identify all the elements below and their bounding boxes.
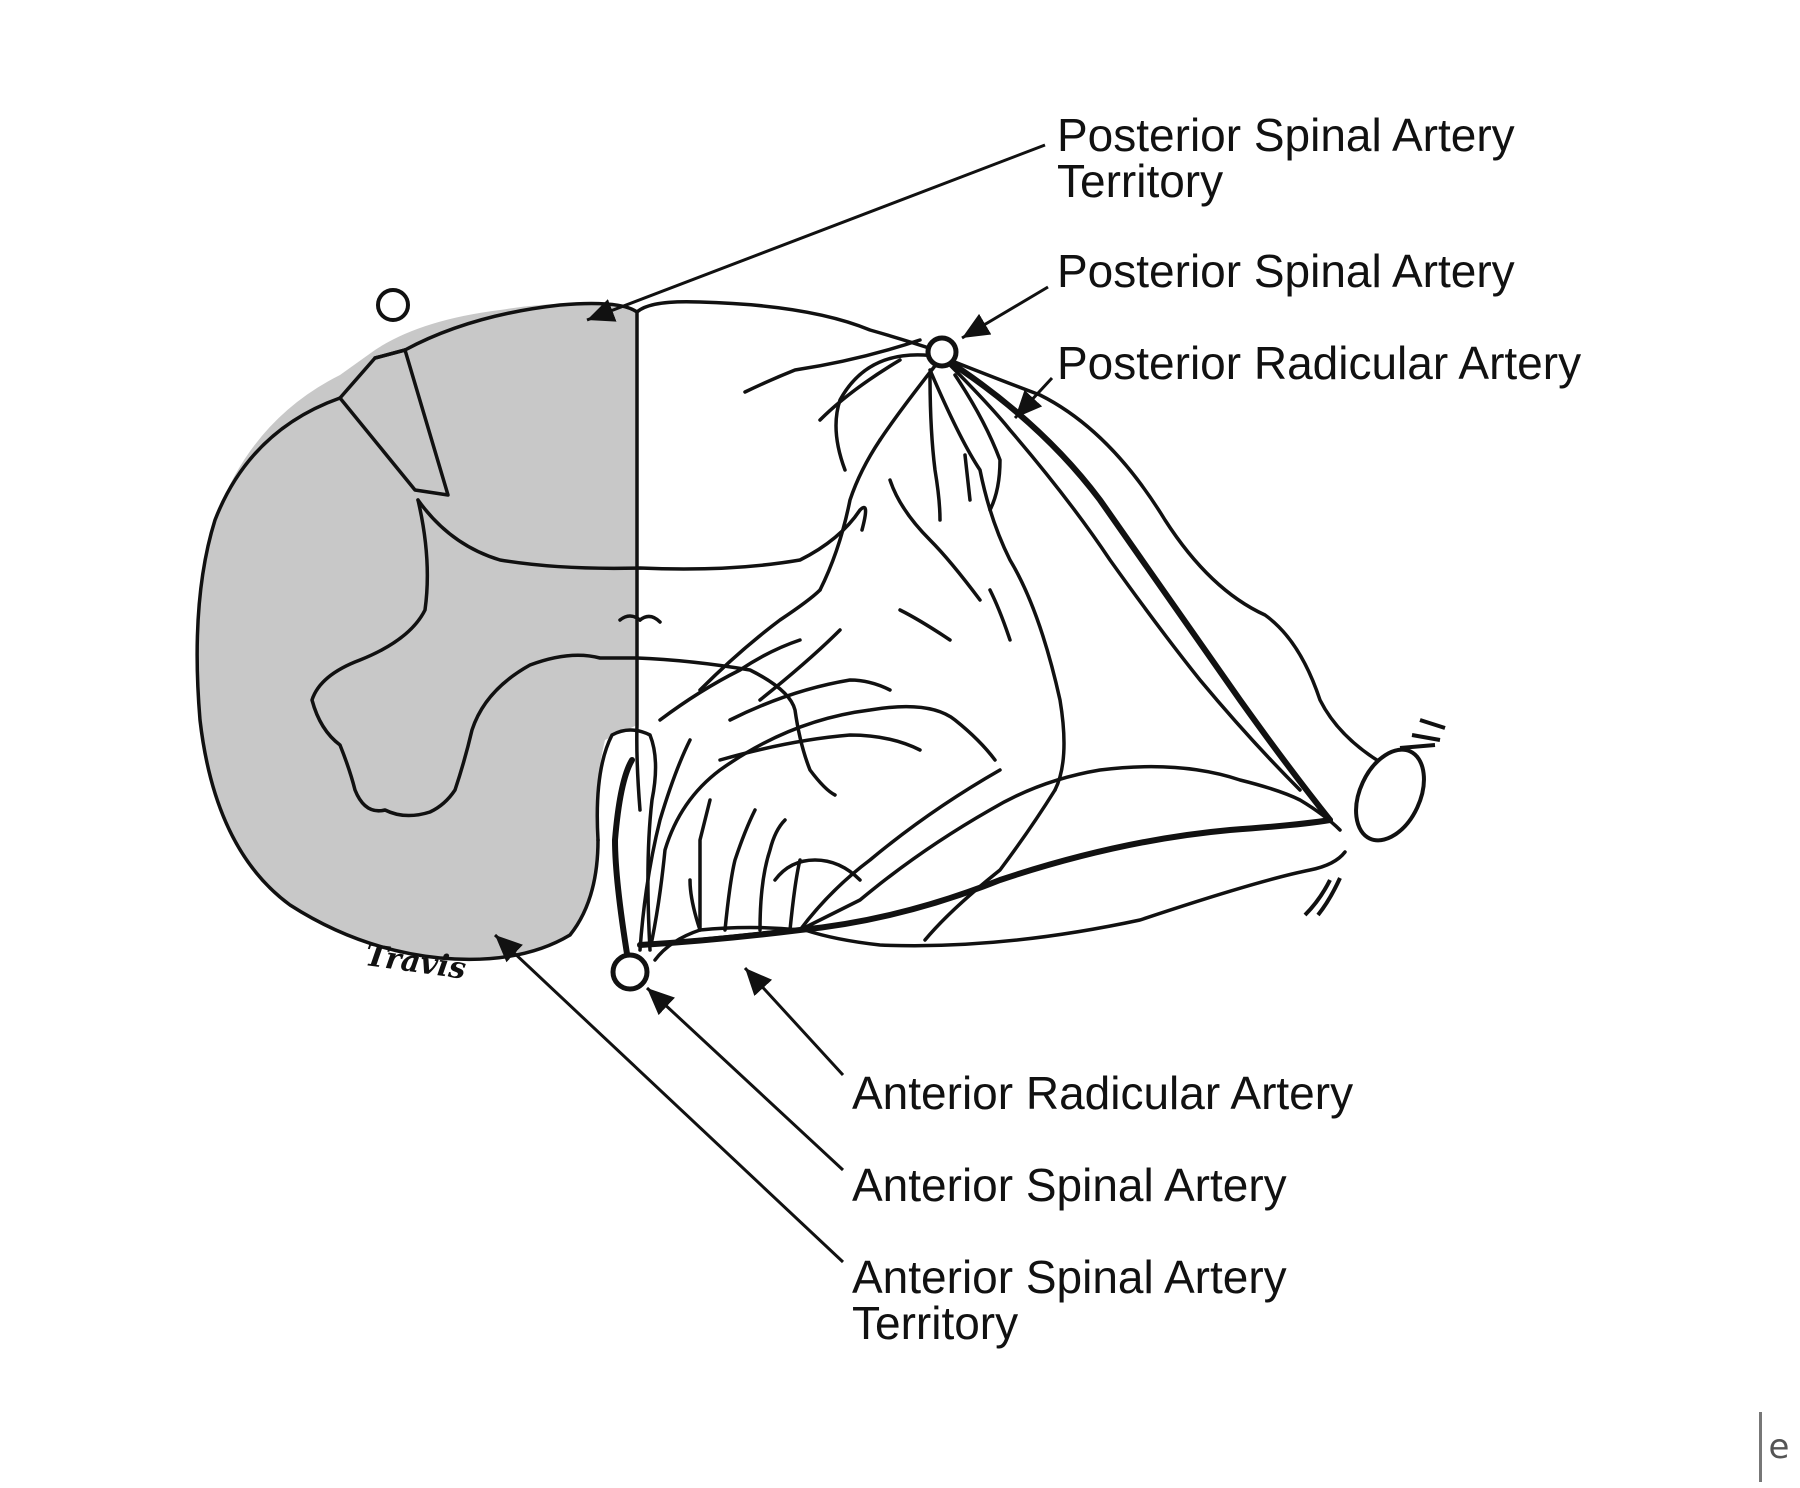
cord-outline [195,299,937,962]
label-posterior-spinal-artery-territory: Posterior Spinal Artery Territory [1057,112,1515,204]
arrow-anterior-spinal-artery [645,986,845,1172]
label-anterior-radicular-artery: Anterior Radicular Artery [852,1067,1354,1119]
nerve-root-stump [1303,718,1446,917]
arrow-posterior-spinal-artery [961,285,1049,340]
arrow-anterior-territory [493,933,845,1264]
label-posterior-radicular-artery: Posterior Radicular Artery [1057,337,1582,389]
vascular-tree [638,338,1392,962]
left-posterior-spinal-artery [376,288,410,322]
arrow-posterior-territory [586,143,1046,322]
posterior-spinal-artery-marker [925,335,959,369]
label-posterior-spinal-artery: Posterior Spinal Artery [1057,245,1515,297]
anterior-spinal-artery-marker [610,952,650,992]
arrow-posterior-radicular-artery [1013,376,1054,420]
territory-shading [197,303,637,960]
label-posterior-territory-line1: Posterior Spinal Artery [1057,109,1515,161]
radicular-vessels [611,354,1333,963]
arrow-anterior-radicular-artery [743,966,845,1077]
label-anterior-spinal-artery-territory: Anterior Spinal Artery Territory [852,1254,1287,1346]
leader-lines [493,143,1054,1264]
label-posterior-territory-line2: Territory [1057,155,1224,207]
label-anterior-territory-line2: Territory [852,1297,1019,1349]
label-anterior-territory-line1: Anterior Spinal Artery [852,1251,1287,1303]
label-anterior-spinal-artery: Anterior Spinal Artery [852,1159,1287,1211]
publisher-logo: e [1759,1412,1796,1482]
